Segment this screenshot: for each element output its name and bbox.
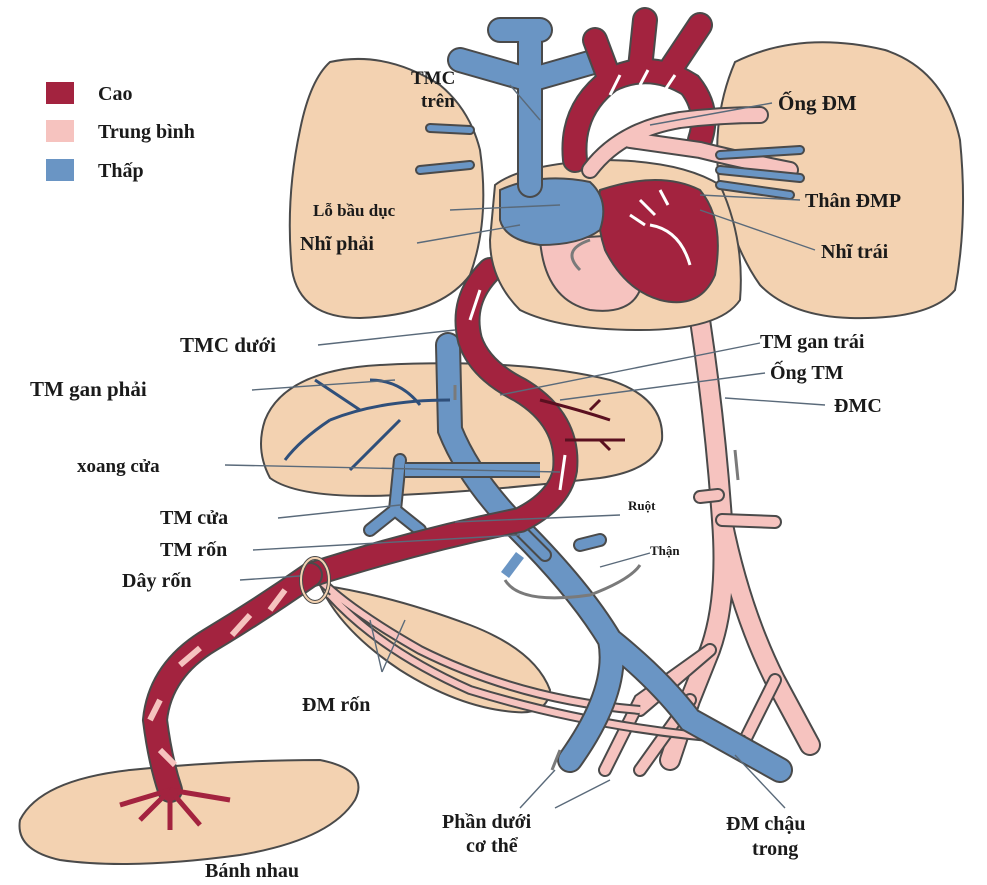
label-banh-nhau: Bánh nhau <box>205 860 299 882</box>
label-tm-gan-phai: TM gan phải <box>30 377 147 401</box>
label-than: Thận <box>650 543 680 558</box>
legend-label-medium: Trung bình <box>98 121 195 143</box>
label-tmc-duoi: TMC dưới <box>180 333 276 357</box>
label-ong-tm: Ống TM <box>770 360 844 384</box>
label-ruot: Ruột <box>628 498 656 513</box>
legend-swatch-high <box>46 82 74 104</box>
label-xoang-cua: xoang cửa <box>77 456 160 477</box>
legend-swatch-medium <box>46 120 74 142</box>
left-lung <box>717 42 963 318</box>
label-lo-bau-duc: Lỗ bầu dục <box>313 201 396 220</box>
label-phan-duoi-line1: Phần dưới <box>442 811 532 833</box>
label-dm-chau-line1: ĐM chậu <box>726 813 805 835</box>
legend-label-high: Cao <box>98 83 132 105</box>
label-day-ron: Dây rốn <box>122 570 191 592</box>
label-dm-chau-line2: trong <box>752 838 798 860</box>
label-tm-gan-trai: TM gan trái <box>760 331 865 353</box>
label-phan-duoi-line2: cơ thể <box>466 835 519 857</box>
legend: Cao Trung bình Thấp <box>46 82 195 182</box>
label-than-dmp: Thân ĐMP <box>805 190 901 212</box>
label-tmc-tren-line2: trên <box>421 91 455 112</box>
label-ong-dm: Ống ĐM <box>778 91 857 115</box>
label-tm-ron: TM rốn <box>160 539 227 561</box>
kidney-area <box>505 555 520 575</box>
label-nhi-phai: Nhĩ phải <box>300 233 374 255</box>
legend-label-low: Thấp <box>98 160 144 182</box>
label-tmc-tren-line1: TMC <box>411 68 455 89</box>
label-dmc: ĐMC <box>834 395 882 417</box>
right-atrium <box>500 178 603 245</box>
label-nhi-trai: Nhĩ trái <box>821 241 889 263</box>
label-tm-cua: TM cửa <box>160 507 228 529</box>
legend-swatch-low <box>46 159 74 181</box>
label-dm-ron: ĐM rốn <box>302 694 370 716</box>
